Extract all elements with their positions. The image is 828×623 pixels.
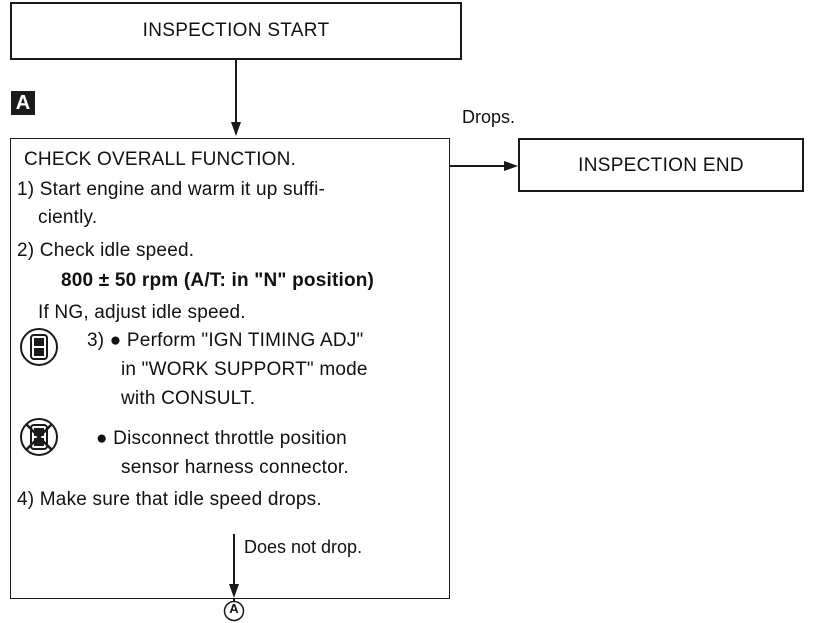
step-1-line-a: 1) Start engine and warm it up suffi-	[17, 179, 326, 200]
step-2: 2) Check idle speed.	[17, 240, 195, 261]
inspection-start-box: INSPECTION START	[10, 2, 462, 60]
connector-a-circle	[223, 600, 245, 622]
alternative-line-a: ● Disconnect throttle position	[96, 428, 347, 449]
no-consult-icon	[20, 418, 58, 456]
step-4: 4) Make sure that idle speed drops.	[17, 489, 322, 510]
step-3-line-a: 3) ● Perform "IGN TIMING ADJ"	[87, 330, 364, 351]
inspection-end-box: INSPECTION END	[518, 138, 804, 192]
alternative-line-b: sensor harness connector.	[121, 457, 349, 478]
step-3-line-b: in "WORK SUPPORT" mode	[121, 359, 368, 380]
drops-label: Drops.	[462, 107, 516, 127]
idle-speed-spec: 800 ± 50 rpm (A/T: in "N" position)	[61, 270, 375, 291]
inspection-end-label: INSPECTION END	[578, 155, 744, 176]
section-badge: A	[11, 91, 35, 115]
inspection-start-label: INSPECTION START	[142, 20, 330, 41]
connector-a-label: A	[229, 601, 239, 616]
check-overall-function-box	[10, 138, 450, 599]
ng-note: If NG, adjust idle speed.	[38, 302, 246, 323]
step-1-line-b: ciently.	[38, 207, 98, 228]
step-3-line-c: with CONSULT.	[121, 388, 256, 409]
does-not-drop-label: Does not drop.	[244, 537, 363, 557]
procedure-title: CHECK OVERALL FUNCTION.	[24, 149, 297, 170]
consult-icon	[20, 328, 58, 366]
